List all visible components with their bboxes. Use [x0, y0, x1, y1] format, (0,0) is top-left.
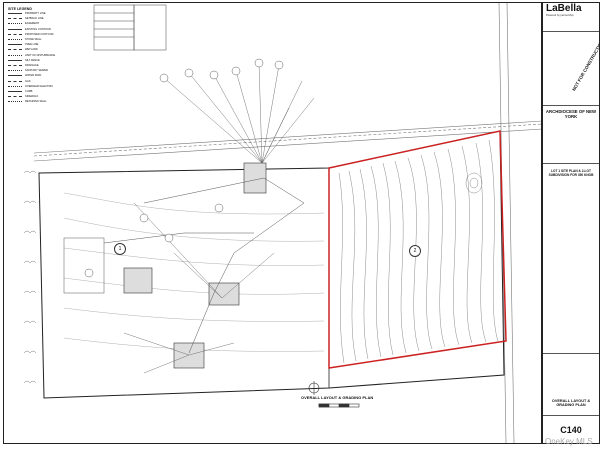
legend-swatch	[8, 90, 22, 92]
legend-label: SETBACK LINE	[25, 17, 44, 21]
legend-swatch	[8, 13, 22, 15]
legend-label: EASEMENT	[25, 22, 40, 26]
project-name: LOT 1 SITE PLAN & 2-LOT SUBDIVISION FOR …	[548, 169, 594, 177]
legend-item: SILT FENCE	[8, 58, 70, 63]
legend-item: OVERHEAD ELECTRIC	[8, 84, 70, 89]
legend-swatch	[8, 28, 22, 30]
legend-swatch	[8, 64, 22, 66]
legend-label: LIMIT OF DISTURBANCE	[25, 53, 56, 57]
legend-item: PROPOSED CONTOUR	[8, 32, 70, 37]
legend-swatch	[8, 85, 22, 87]
legend-swatch	[8, 75, 22, 77]
legend-label: RETAINING WALL	[25, 100, 47, 104]
legend-swatch	[8, 96, 22, 98]
legend-label: STONE WALL	[25, 38, 42, 42]
legend-label: GAS	[25, 79, 31, 83]
legend-item: EASEMENT	[8, 21, 70, 26]
company-logo: LaBella	[546, 3, 582, 14]
stamp-area: NOT FOR CONSTRUCTION	[571, 33, 600, 103]
legend-swatch	[8, 70, 22, 72]
sheet-title: OVERALL LAYOUT & GRADING PLAN	[551, 399, 591, 407]
legend-label: EXISTING CONTOUR	[25, 27, 51, 31]
legend-item: DRAINAGE	[8, 63, 70, 68]
plan-drawing	[23, 3, 542, 443]
plan-title: OVERALL LAYOUT & GRADING PLAN	[301, 395, 374, 400]
legend-swatch	[8, 101, 22, 103]
legend-label: CURB	[25, 89, 33, 93]
legend-item: WATER MAIN	[8, 73, 70, 78]
sheet-number: C140	[560, 425, 582, 435]
client-name: ARCHDIOCESE OF NEW YORK	[545, 109, 597, 119]
legend-item: GAS	[8, 78, 70, 83]
legend-label: WATER MAIN	[25, 74, 42, 78]
legend-item: SANITARY SEWER	[8, 68, 70, 73]
legend-label: OVERHEAD ELECTRIC	[25, 84, 54, 88]
watermark: OneKey MLS	[545, 437, 593, 446]
legend-swatch	[8, 54, 22, 56]
legend-label: SILT FENCE	[25, 58, 40, 62]
legend-item: SIDEWALK	[8, 94, 70, 99]
legend-title: SITE LEGEND	[8, 7, 32, 11]
title-block: LaBella Powered by partnership. NOT FOR …	[541, 2, 600, 444]
legend-item: EXISTING CONTOUR	[8, 27, 70, 32]
legend-item: LIMIT OF DISTURBANCE	[8, 53, 70, 58]
legend-swatch	[8, 80, 22, 82]
legend-swatch	[8, 59, 22, 61]
legend-swatch	[8, 39, 22, 41]
legend-item: TREE LINE	[8, 42, 70, 47]
legend-item: CURB	[8, 89, 70, 94]
legend-label: WETLAND	[25, 48, 38, 52]
lot-1-marker: 1	[114, 243, 126, 255]
legend-swatch	[8, 49, 22, 51]
legend-swatch	[8, 44, 22, 46]
legend-swatch	[8, 18, 22, 20]
legend-item: WETLAND	[8, 47, 70, 52]
legend-label: PROPERTY LINE	[25, 12, 46, 16]
legend-label: SANITARY SEWER	[25, 69, 48, 73]
company-tagline: Powered by partnership.	[546, 14, 575, 17]
legend-swatch	[8, 23, 22, 25]
legend-item: RETAINING WALL	[8, 99, 70, 104]
stamp-text: NOT FOR CONSTRUCTION	[571, 39, 600, 92]
legend-item: SETBACK LINE	[8, 16, 70, 21]
legend-item: STONE WALL	[8, 37, 70, 42]
legend-label: SIDEWALK	[25, 95, 39, 99]
legend-label: DRAINAGE	[25, 63, 39, 67]
legend-swatch	[8, 33, 22, 35]
lot-2-marker: 2	[409, 245, 421, 257]
legend-item: PROPERTY LINE	[8, 11, 70, 16]
legend-label: TREE LINE	[25, 43, 39, 47]
legend-label: PROPOSED CONTOUR	[25, 32, 54, 36]
